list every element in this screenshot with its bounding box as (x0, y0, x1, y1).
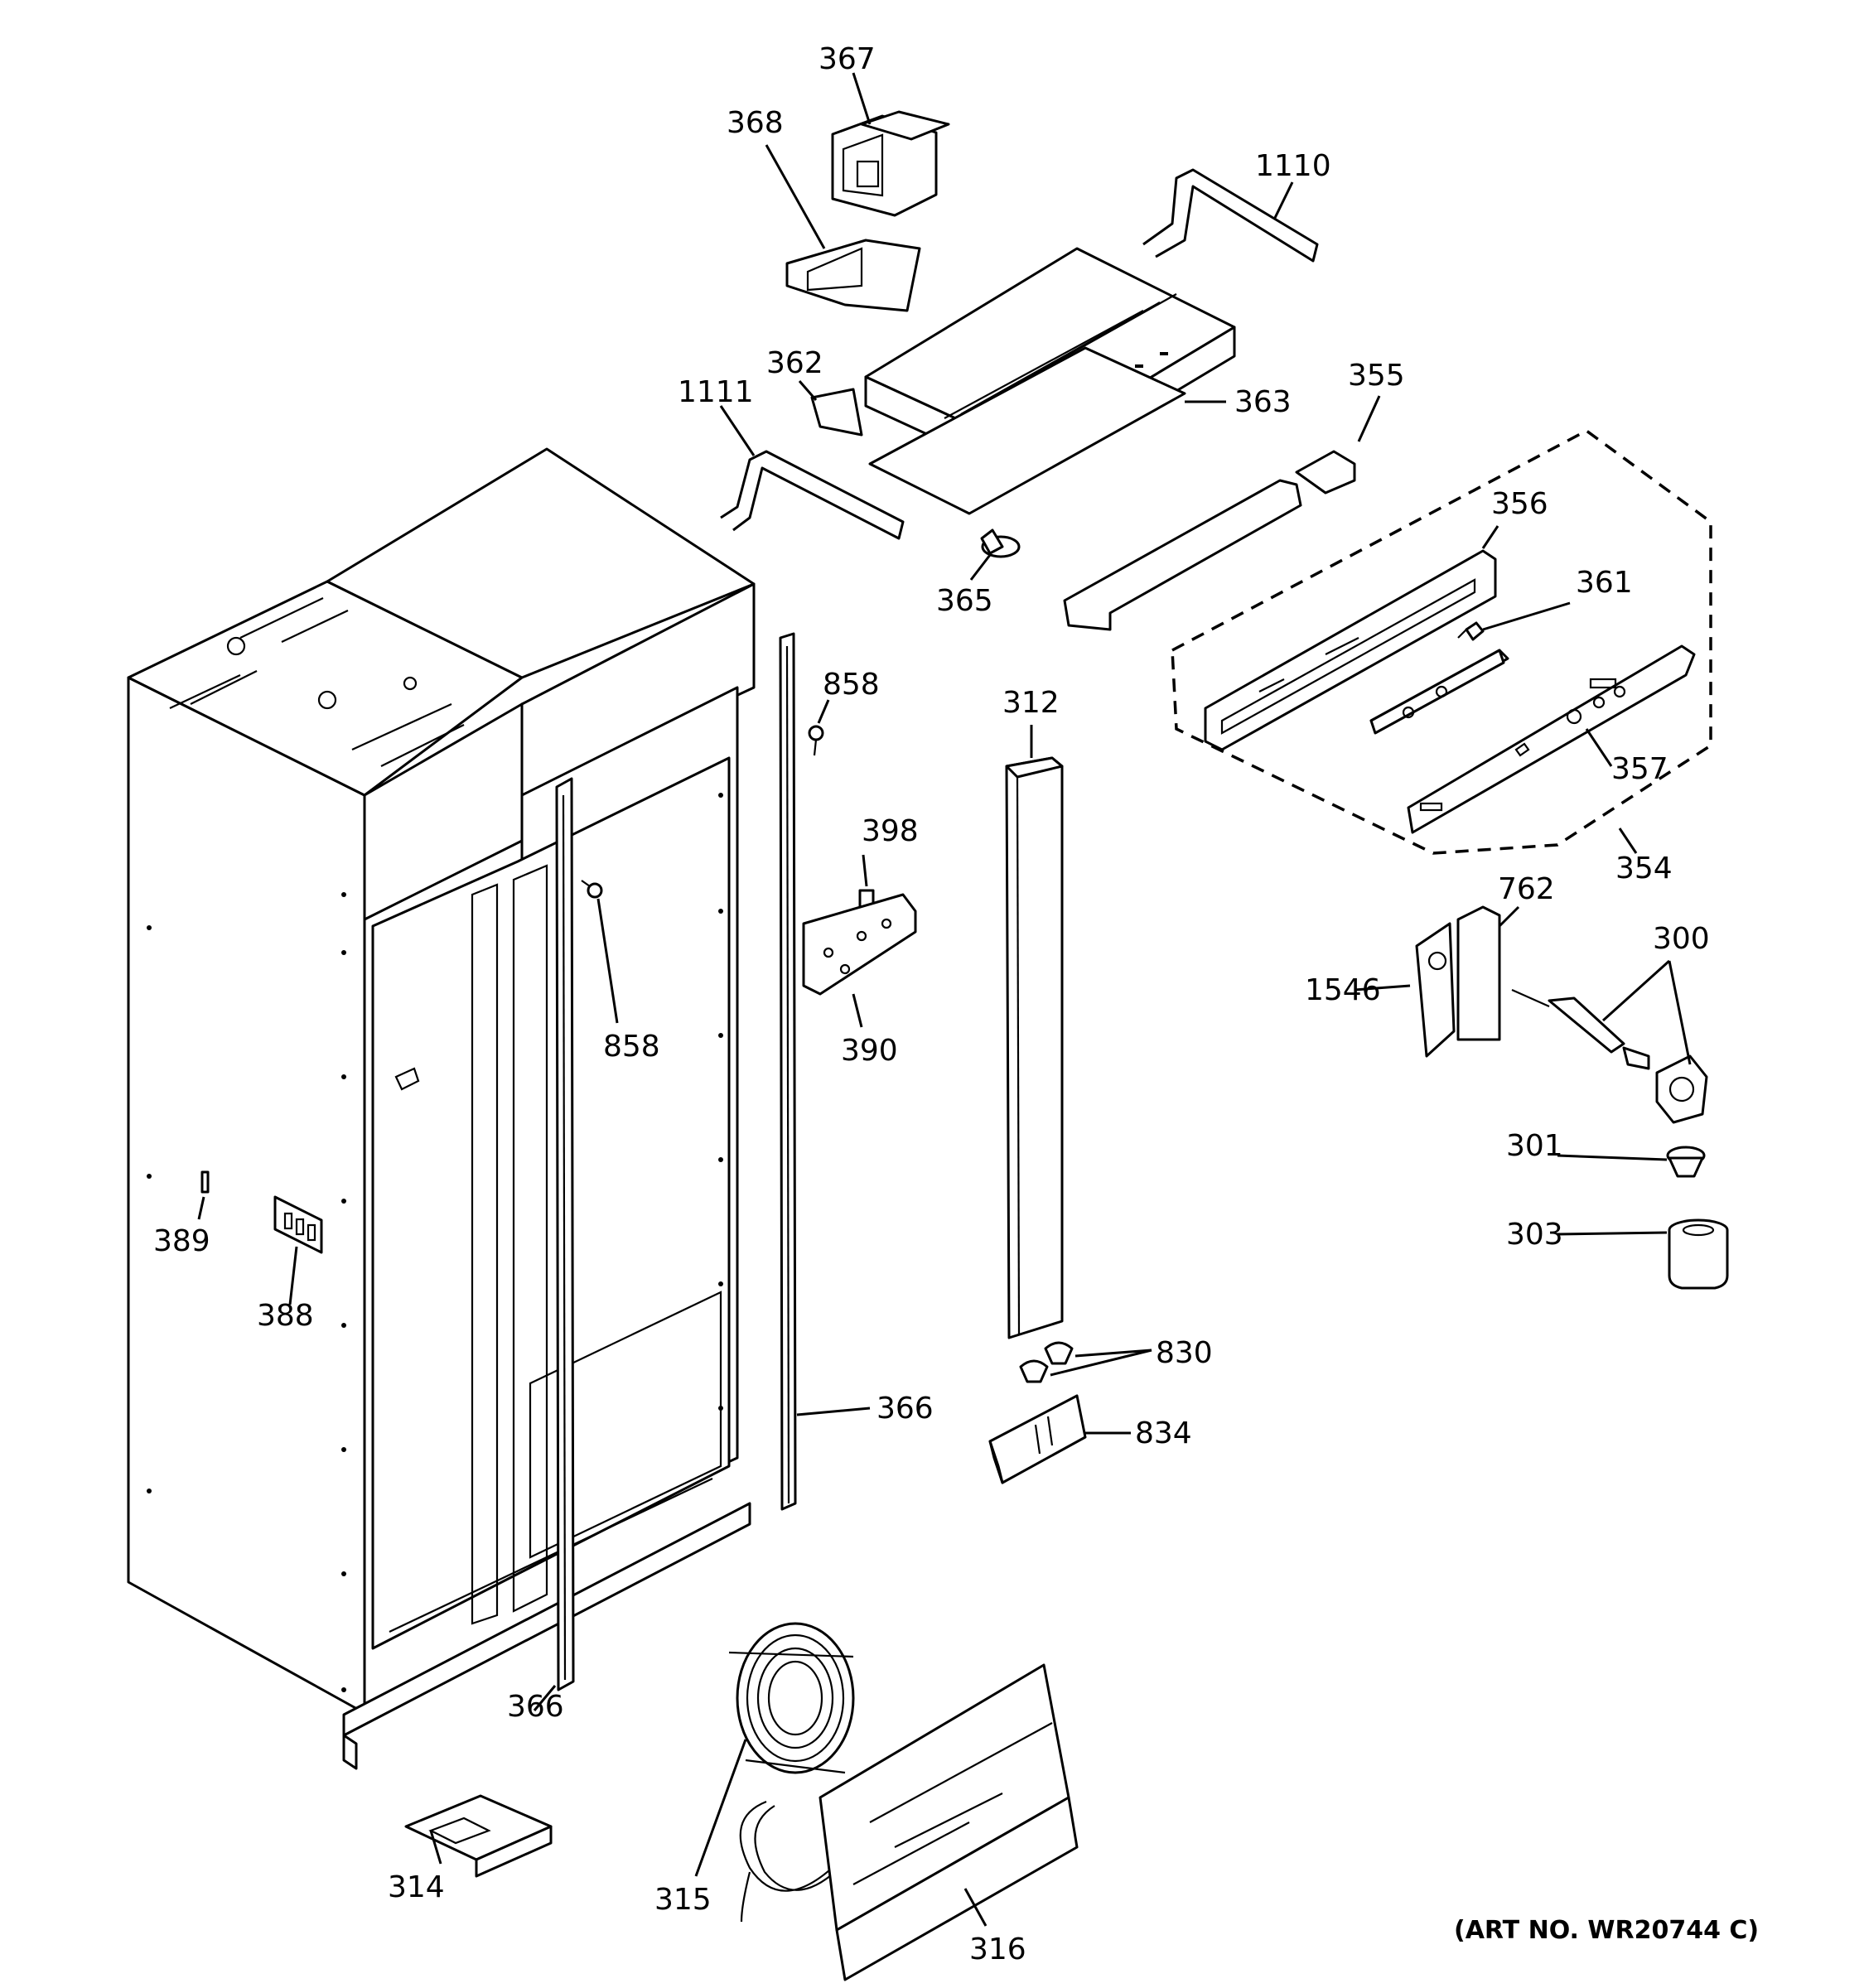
callout-356: 356 (1491, 487, 1548, 521)
callout-303: 303 (1506, 1218, 1563, 1252)
part-830-bumpers (1019, 1341, 1074, 1383)
callout-314: 314 (388, 1870, 445, 1904)
art-number-label: (ART NO. WR20744 C) (1454, 1916, 1759, 1945)
part-834-bracket (988, 1394, 1087, 1484)
part-858-screw-lower (581, 880, 603, 899)
callout-1110: 1110 (1255, 149, 1331, 183)
callout-762: 762 (1498, 872, 1555, 906)
callout-830: 830 (1156, 1336, 1213, 1370)
part-366-hinge-strip-rear (779, 632, 797, 1511)
part-314-access-cover (404, 1794, 553, 1878)
callout-367: 367 (819, 42, 876, 76)
callout-368: 368 (727, 106, 784, 140)
callout-316: 316 (969, 1933, 1026, 1966)
callout-365: 365 (936, 584, 993, 618)
part-356-control-housing (1204, 549, 1497, 751)
part-362-bracket (810, 388, 863, 437)
callout-366-rear: 366 (876, 1392, 934, 1426)
callout-834: 834 (1135, 1416, 1192, 1450)
leader-lines (197, 72, 1692, 1927)
callout-362: 362 (766, 346, 823, 380)
callout-361: 361 (1576, 566, 1633, 600)
part-1110-rod (1142, 168, 1319, 263)
part-367-fan-shroud (831, 110, 950, 217)
part-365-clip (980, 528, 1021, 558)
part-301-filter-bypass (1666, 1146, 1706, 1178)
part-366-hinge-strip-front (555, 777, 575, 1691)
callout-355: 355 (1348, 359, 1405, 393)
callout-312: 312 (1002, 686, 1060, 720)
callout-366-front: 366 (507, 1690, 564, 1724)
part-858-screw-upper (808, 725, 824, 756)
part-300-filter-housing (1511, 988, 1708, 1124)
part-390-hinge-plate (802, 893, 917, 996)
callout-388: 388 (257, 1299, 314, 1333)
part-361-screw (1457, 621, 1485, 641)
callout-389: 389 (153, 1224, 210, 1258)
callout-858-lower: 858 (603, 1030, 660, 1064)
part-357-control-panel (1407, 644, 1696, 834)
callout-363: 363 (1234, 385, 1292, 419)
callout-858-upper: 858 (823, 668, 880, 702)
part-312-mullion (1005, 756, 1064, 1339)
part-389-plug (200, 1170, 210, 1194)
callout-300: 300 (1653, 922, 1710, 956)
part-1546-bracket (1415, 922, 1456, 1058)
callout-354: 354 (1615, 852, 1673, 885)
part-303-water-filter (1668, 1218, 1729, 1290)
callout-301: 301 (1506, 1129, 1563, 1163)
part-315-tubing-coil (728, 1622, 855, 1923)
part-control-board (1369, 649, 1509, 735)
part-388-switch (273, 1195, 323, 1254)
part-355-bracket (1063, 450, 1356, 631)
part-368-bracket (785, 239, 921, 312)
callout-labels: 367 368 1110 362 363 355 1111 365 356 36… (153, 42, 1710, 1966)
part-1111-rod (720, 450, 905, 540)
callout-398: 398 (862, 814, 919, 848)
part-762-insulation-block (1456, 905, 1501, 1041)
callout-390: 390 (841, 1034, 898, 1068)
refrigerator-case (127, 447, 756, 1770)
part-363-gasket (868, 346, 1186, 515)
callout-357: 357 (1611, 752, 1668, 786)
callout-315: 315 (654, 1883, 712, 1917)
callout-1111: 1111 (678, 375, 754, 409)
callout-1546: 1546 (1305, 973, 1381, 1007)
part-316-toe-grille (819, 1663, 1079, 1981)
